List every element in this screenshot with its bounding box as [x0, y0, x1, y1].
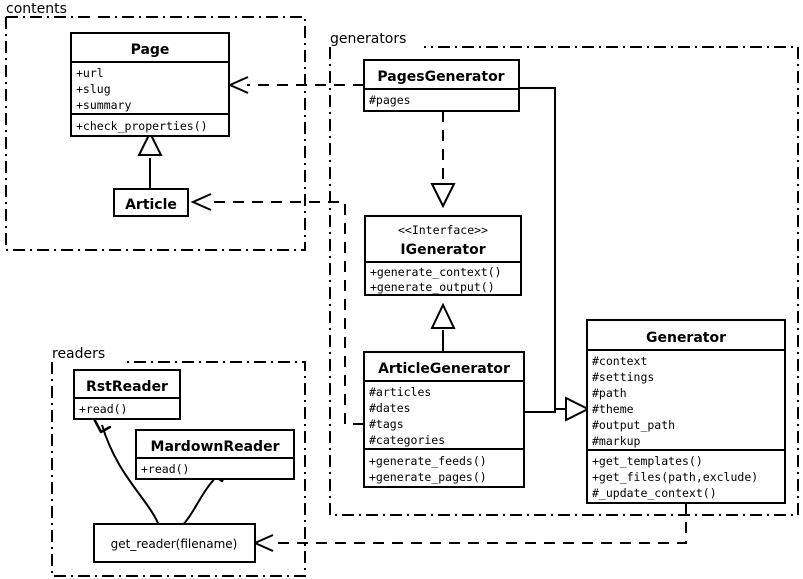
class-page-attribute: +summary [76, 98, 131, 112]
class-articlegenerator-attribute: #categories [369, 433, 445, 447]
class-article[interactable]: Article [113, 188, 189, 217]
dependency-line-articlegen-article [210, 201, 364, 425]
class-generator-title: Generator [646, 330, 726, 346]
class-articlegenerator-title: ArticleGenerator [378, 361, 510, 377]
class-pagesgenerator-frame[interactable] [363, 59, 520, 112]
link-articlegenerator-to-igenerator [430, 302, 456, 352]
class-rstreader-frame[interactable] [73, 369, 181, 420]
class-igenerator[interactable]: <<Interface>> IGenerator +generate_conte… [364, 215, 522, 296]
class-articlegenerator[interactable]: ArticleGenerator #articles #dates #tags … [363, 351, 525, 488]
link-articlegenerator-to-article [190, 193, 364, 425]
class-generator-attribute: #output_path [592, 418, 675, 432]
class-generator-attribute: #settings [592, 370, 654, 384]
link-articlegenerator-to-generator [524, 396, 591, 422]
class-page-attribute: +url [76, 66, 104, 80]
package-contents-label: contents [6, 1, 67, 17]
function-get-reader[interactable]: get_reader(filename) [93, 523, 256, 563]
dependency-curve-getreader-mardownreader [179, 471, 222, 529]
class-generator-attribute: #theme [592, 402, 634, 416]
class-mardownreader-frame[interactable] [135, 429, 295, 480]
class-page-method: +check_properties() [76, 119, 208, 133]
class-page-attribute: +slug [76, 82, 111, 96]
class-generator-method: +get_templates() [592, 454, 703, 468]
class-igenerator-stereotype: <<Interface>> [398, 223, 488, 237]
class-igenerator-frame[interactable] [364, 215, 522, 296]
class-articlegenerator-frame[interactable] [363, 351, 525, 488]
class-generator-method: +get_files(path,exclude) [592, 470, 758, 484]
class-mardownreader[interactable]: MardownReader +read() [135, 429, 295, 480]
link-pagesgenerator-to-generator [519, 87, 566, 410]
class-pagesgenerator-attribute: #pages [369, 93, 411, 107]
link-article-to-page [137, 130, 163, 189]
class-mardownreader-title: MardownReader [151, 439, 280, 455]
package-generators-frame [329, 46, 799, 516]
class-page-title: Page [131, 42, 170, 58]
dependency-arrowhead-rstreader [90, 413, 112, 434]
package-readers-frame [51, 361, 306, 577]
dependency-curve-getreader-rstreader [101, 424, 161, 529]
class-generator-method: #_update_context() [592, 486, 717, 500]
class-articlegenerator-attribute: #articles [369, 385, 431, 399]
class-igenerator-method: +generate_context() [370, 265, 502, 279]
generalization-arrowhead-page [137, 130, 163, 156]
package-generators: generators [329, 31, 799, 516]
class-rstreader-title: RstReader [86, 379, 168, 395]
class-rstreader-method: +read() [79, 402, 127, 416]
class-page-frame[interactable] [70, 32, 230, 137]
class-generator[interactable]: Generator #context #settings #path #them… [586, 319, 786, 504]
dependency-arrowhead-page [227, 76, 249, 94]
package-readers-label: readers [52, 346, 105, 362]
function-get-reader-label: get_reader(filename) [111, 537, 238, 551]
realization-arrowhead-igenerator [430, 183, 456, 209]
generalization-arrowhead-igenerator-2 [430, 302, 456, 329]
link-getreader-to-rstreader [90, 413, 161, 529]
class-generator-attribute: #context [592, 354, 647, 368]
class-pagesgenerator[interactable]: PagesGenerator #pages [363, 59, 520, 112]
class-igenerator-title: IGenerator [400, 242, 485, 258]
class-generator-attribute: #path [592, 386, 627, 400]
class-articlegenerator-attribute: #tags [369, 417, 404, 431]
link-generator-to-getreader [252, 503, 687, 552]
class-article-title: Article [125, 197, 177, 213]
class-igenerator-method: +generate_output() [370, 280, 495, 294]
link-pagesgenerator-to-page [227, 76, 364, 94]
package-readers: readers [51, 346, 306, 577]
generalization-line-articlegen-generator [524, 408, 566, 413]
class-rstreader[interactable]: RstReader +read() [73, 369, 181, 420]
function-get-reader-frame[interactable] [93, 523, 256, 563]
class-generator-attribute: #markup [592, 434, 641, 448]
link-pagesgenerator-to-igenerator [430, 111, 456, 209]
package-generators-label: generators [330, 31, 406, 47]
generalization-arrowhead-generator [565, 396, 591, 422]
dependency-arrowhead-getreader [252, 534, 274, 552]
package-contents: contents [5, 1, 306, 251]
generalization-line-pagesgen-generator [519, 87, 566, 410]
class-articlegenerator-attribute: #dates [369, 401, 411, 415]
class-articlegenerator-method: +generate_feeds() [369, 454, 487, 468]
class-page[interactable]: Page +url +slug +summary +check_properti… [70, 32, 230, 137]
class-pagesgenerator-title: PagesGenerator [377, 69, 504, 85]
class-article-frame[interactable] [113, 188, 189, 217]
package-contents-frame [5, 16, 306, 251]
dependency-arrowhead-article [190, 193, 212, 211]
dependency-line-generator-getreader [272, 503, 687, 544]
class-articlegenerator-method: +generate_pages() [369, 470, 487, 484]
class-mardownreader-method: +read() [141, 462, 189, 476]
